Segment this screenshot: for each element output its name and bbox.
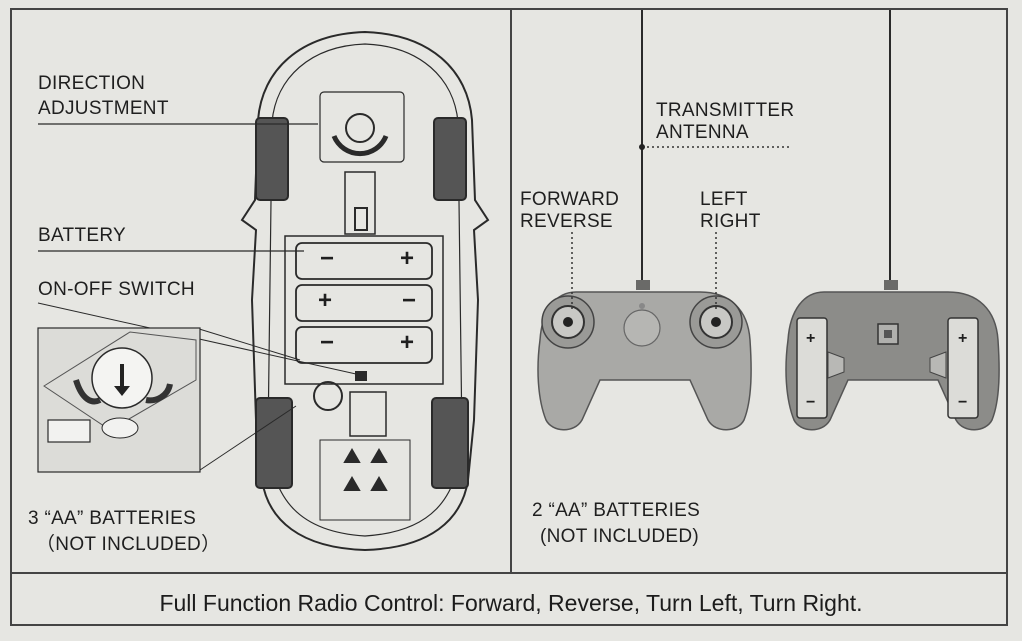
controller-batteries-note-line2: (NOT INCLUDED): [540, 526, 700, 547]
forward-reverse-label-line1: FORWARD: [520, 189, 620, 210]
controller-batteries-note-line1: 2 “AA” BATTERIES: [532, 500, 701, 521]
switch-detail-inset: [37, 327, 201, 473]
back-antenna-base: [884, 280, 898, 290]
left-right-label-line1: LEFT: [700, 189, 748, 210]
battery-1-minus: −: [320, 245, 335, 272]
controller-back: [785, 291, 1000, 431]
left-right-label-line2: RIGHT: [700, 211, 761, 232]
battery-3-minus: −: [320, 329, 335, 356]
battery-3-plus: +: [400, 329, 415, 356]
ctrl-battery-right-minus: −: [958, 394, 968, 411]
antenna-callout-dot: [639, 144, 645, 150]
inset-connector-line-top: [195, 327, 301, 361]
controller-front: [537, 291, 752, 431]
on-off-switch-label: ON-OFF SWITCH: [38, 279, 195, 300]
diagram-frame: [10, 8, 1008, 626]
front-antenna-base: [636, 280, 650, 290]
car-batteries-note-line2: （NOT INCLUDED）: [36, 534, 221, 555]
direction-label-line2: ADJUSTMENT: [38, 98, 169, 119]
battery-label: BATTERY: [38, 225, 126, 246]
direction-label-line1: DIRECTION: [38, 73, 146, 94]
ctrl-battery-right-plus: +: [958, 330, 968, 347]
car-underside-illustration: [240, 30, 490, 552]
ctrl-battery-left-plus: +: [806, 330, 816, 347]
car-batteries-note-line1: 3 “AA” BATTERIES: [28, 508, 197, 529]
antenna-label-line1: TRANSMITTER: [656, 100, 795, 121]
battery-2-plus: +: [318, 287, 333, 314]
inset-connector-line: [199, 405, 297, 471]
battery-1-plus: +: [400, 245, 415, 272]
ctrl-battery-left-minus: −: [806, 394, 816, 411]
forward-reverse-label-line2: REVERSE: [520, 211, 613, 232]
battery-2-minus: −: [402, 287, 417, 314]
footer-caption: Full Function Radio Control: Forward, Re…: [159, 590, 863, 616]
antenna-label-line2: ANTENNA: [656, 122, 749, 143]
